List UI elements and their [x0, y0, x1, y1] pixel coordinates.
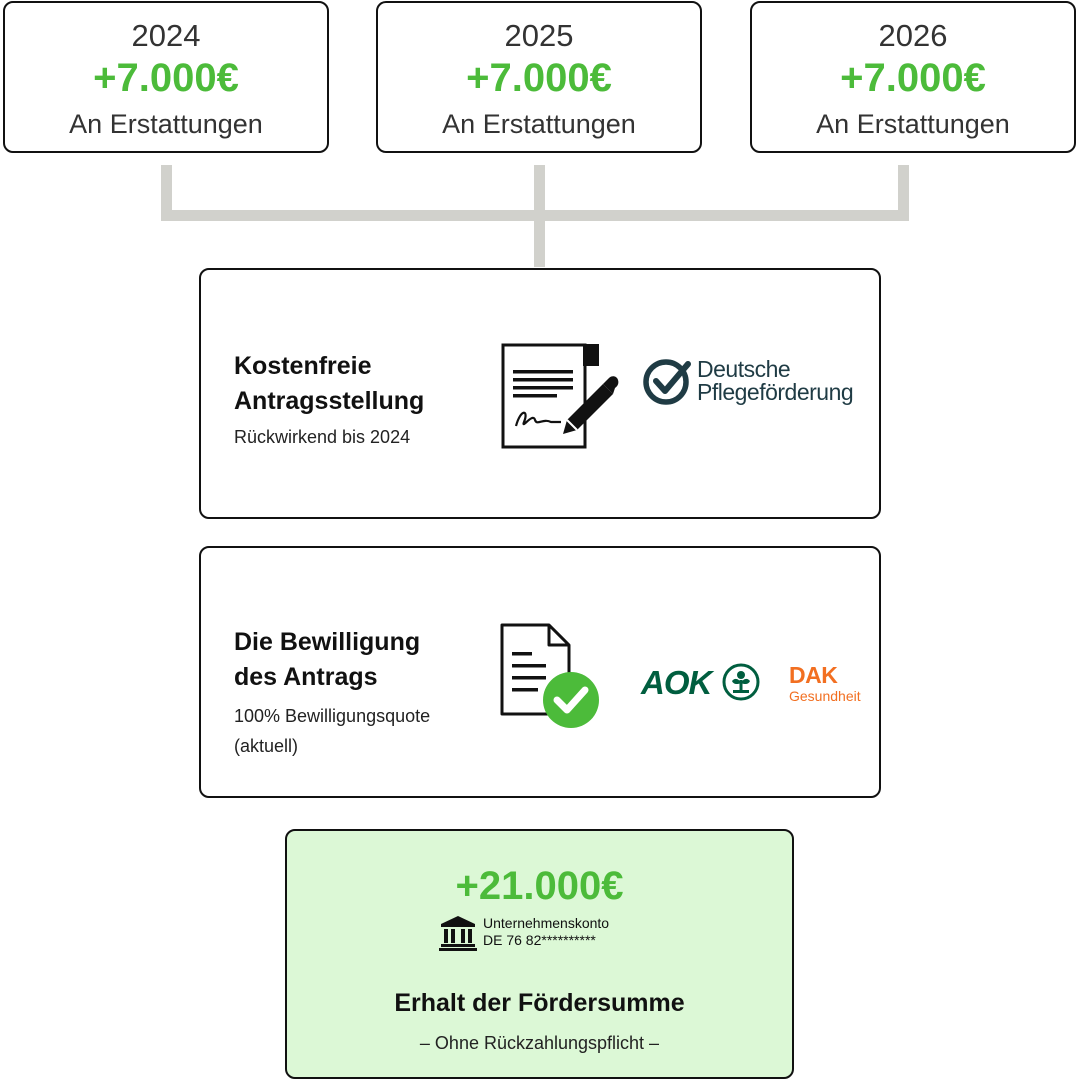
step-subtitle-line: 100% Bewilligungsquote	[234, 706, 431, 726]
year-caption: An Erstattungen	[69, 109, 263, 139]
year-caption: An Erstattungen	[442, 109, 636, 139]
dak-logo-subtext: Gesundheit	[789, 688, 861, 704]
account-label: Unternehmenskonto	[483, 915, 610, 931]
pflege-logo-line2: Pflegeförderung	[697, 379, 854, 405]
year-amount: +7.000€	[840, 56, 986, 100]
year-amount: +7.000€	[93, 56, 239, 100]
year-label: 2024	[131, 18, 201, 53]
result-amount: +21.000€	[455, 864, 624, 908]
aok-logo-text: AOK	[641, 664, 712, 701]
year-amount: +7.000€	[466, 56, 612, 100]
year-card-2026: 2026 +7.000€ An Erstattungen	[750, 1, 1076, 153]
result-card: +21.000€ Unternehmenskonto DE 76 82*****…	[285, 829, 794, 1079]
year-label: 2026	[878, 18, 948, 53]
aok-tree-icon	[722, 663, 760, 701]
step-subtitle-line: (aktuell)	[234, 736, 299, 756]
pflege-logo-line1: Deutsche	[697, 356, 791, 382]
checkmark-circle-icon	[643, 359, 691, 405]
year-caption: An Erstattungen	[816, 109, 1010, 139]
account-number: DE 76 82**********	[483, 932, 596, 948]
year-card-2025: 2025 +7.000€ An Erstattungen	[376, 1, 702, 153]
step-title-line: des Antrags	[234, 663, 378, 691]
step-approval: Die Bewilligung des Antrags 100% Bewilli…	[199, 546, 881, 798]
year-label: 2025	[504, 18, 574, 53]
step-subtitle: 100% Bewilligungsquote (aktuell)	[234, 701, 484, 761]
bank-icon	[439, 916, 477, 951]
result-title: Erhalt der Fördersumme	[394, 989, 685, 1017]
step-application: Kostenfreie Antragsstellung Rückwirkend …	[199, 268, 881, 519]
step-title-line: Kostenfreie	[234, 352, 372, 380]
document-signature-icon	[501, 343, 619, 449]
step-title: Kostenfreie Antragsstellung	[234, 349, 484, 419]
connector-horizontal	[161, 210, 909, 221]
step-title-line: Antragsstellung	[234, 387, 425, 415]
result-subtitle: – Ohne Rückzahlungspflicht –	[419, 1033, 660, 1053]
connector-2024	[161, 165, 172, 220]
step-subtitle: Rückwirkend bis 2024	[234, 427, 411, 447]
dak-logo-text: DAK	[789, 662, 838, 688]
document-approved-icon	[500, 623, 599, 728]
connector-2026	[898, 165, 909, 220]
step-title: Die Bewilligung des Antrags	[234, 625, 484, 695]
year-card-2024: 2024 +7.000€ An Erstattungen	[3, 1, 329, 153]
step-title-line: Die Bewilligung	[234, 628, 421, 656]
